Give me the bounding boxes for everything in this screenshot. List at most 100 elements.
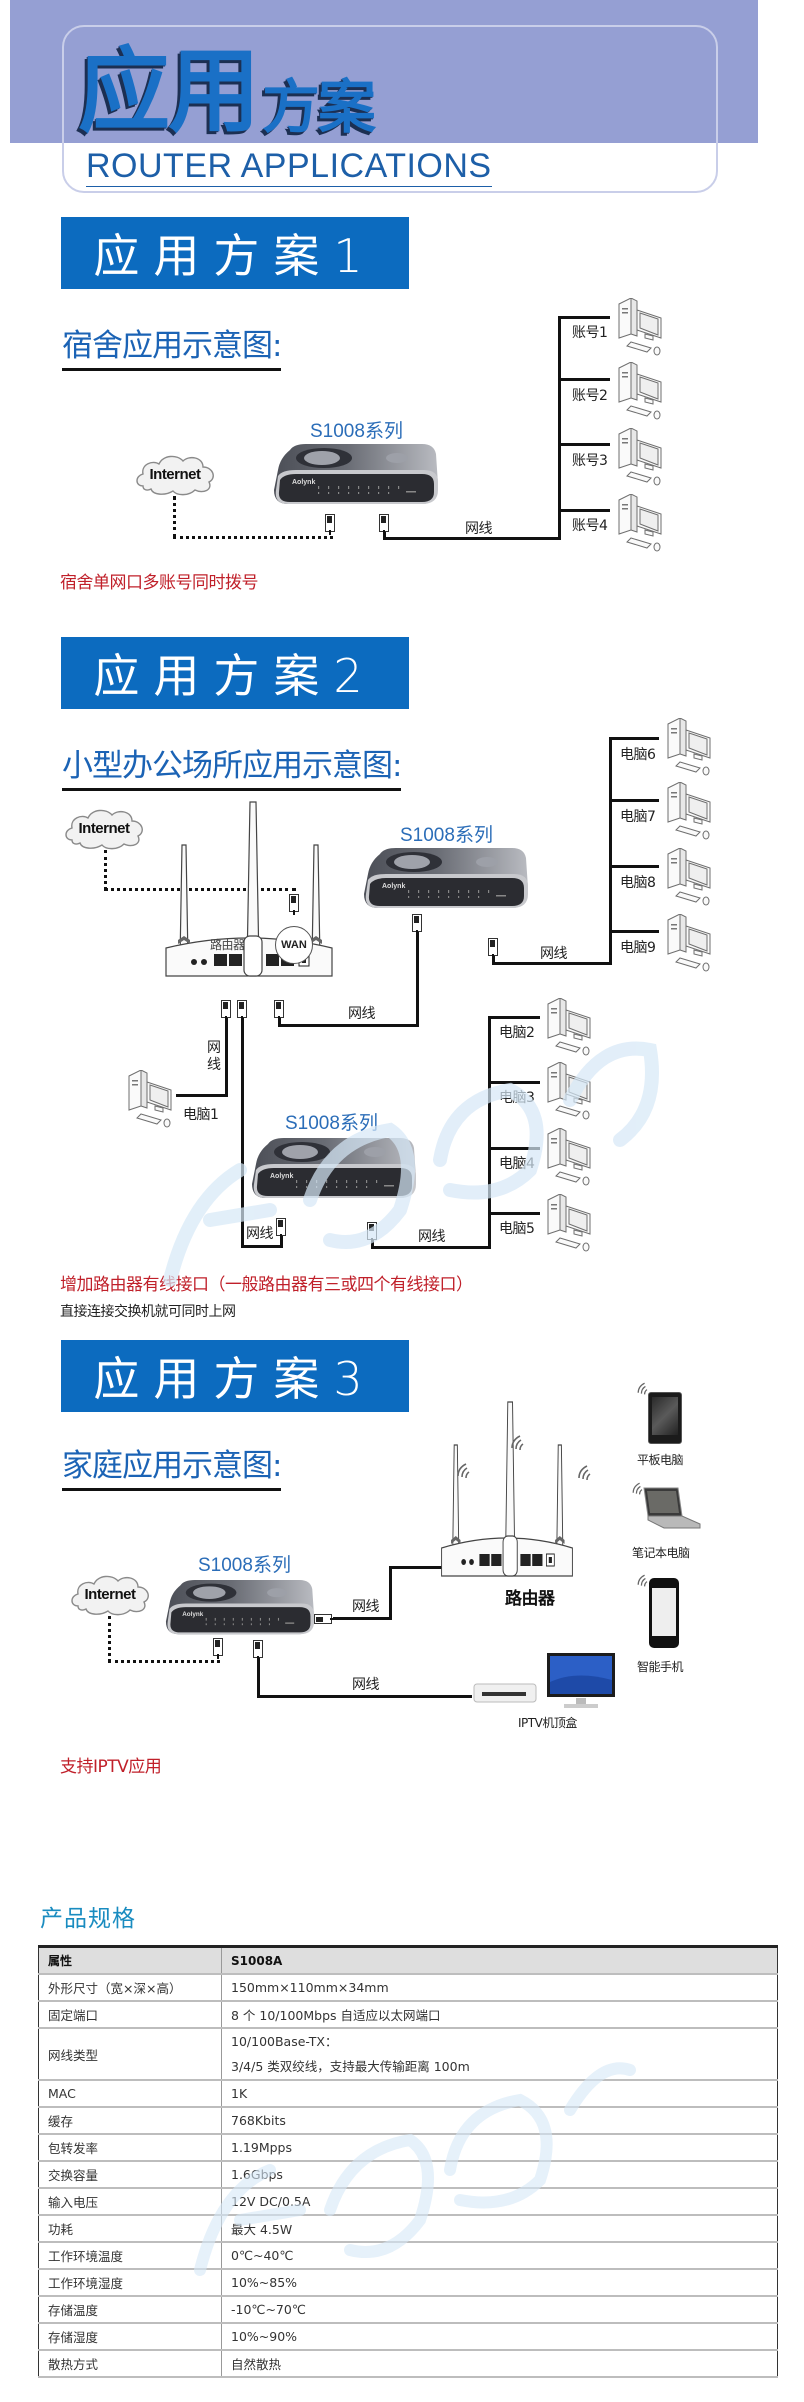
- spec-value: 0℃~40℃: [221, 2242, 778, 2270]
- spec-value-line: 3/4/5 类双绞线，支持最大传输距离 100m: [231, 2059, 470, 2074]
- cable-bus: [558, 316, 561, 540]
- table-header-cell: 属性: [38, 1946, 222, 1975]
- spec-key: 散热方式: [38, 2350, 222, 2378]
- set-top-box-icon: [472, 1680, 538, 1706]
- client-label: 电脑8: [620, 875, 656, 891]
- cable-label: 网线: [352, 1677, 380, 1693]
- internet-label: Internet: [84, 1585, 136, 1603]
- section-3-banner: 应用方案3: [61, 1340, 409, 1412]
- cable: [278, 1018, 281, 1027]
- cable: [278, 1024, 418, 1027]
- cable: [225, 1018, 228, 1097]
- spec-key: 存储温度: [38, 2296, 222, 2324]
- device-label: 笔记本电脑: [632, 1546, 690, 1560]
- cable: [176, 1094, 228, 1097]
- router-label: 路由器: [210, 938, 245, 952]
- cable: [333, 1617, 391, 1620]
- spec-key: 功耗: [38, 2215, 222, 2243]
- client-label: 电脑4: [499, 1156, 535, 1172]
- spec-key: 固定端口: [38, 2001, 222, 2029]
- spec-key: 输入电压: [38, 2188, 222, 2216]
- cable-label: 网线: [465, 521, 493, 537]
- cable-branch: [609, 737, 659, 740]
- cable-branch: [488, 1016, 540, 1019]
- page-title-secondary: 方案: [262, 73, 376, 141]
- plug-icon: [325, 514, 335, 535]
- cable-label: 网线: [352, 1599, 380, 1615]
- dotted-cable-internet: [108, 1616, 111, 1662]
- client-label: 账号1: [572, 325, 608, 341]
- header-band: [10, 0, 758, 143]
- spec-value: 10%~90%: [221, 2323, 778, 2351]
- section-2-banner: 应用方案2: [61, 637, 409, 709]
- plug-icon: [488, 938, 498, 959]
- computer-icon: [615, 362, 665, 420]
- header-frame: [62, 25, 718, 193]
- dotted-cable-internet: [173, 496, 176, 538]
- spec-value: 自然散热: [221, 2350, 778, 2378]
- table-row: 外形尺寸（宽×深×高）150mm×110mm×34mm: [38, 1974, 778, 2002]
- computer-icon: [664, 848, 714, 906]
- cable: [492, 962, 612, 965]
- computer-icon: [664, 782, 714, 840]
- computer-icon: [615, 298, 665, 356]
- section-2-subnote: 直接连接交换机就可同时上网: [60, 1304, 236, 1320]
- cable-label-char: 网: [207, 1040, 221, 1056]
- computer-icon: [664, 914, 714, 972]
- client-label: 电脑9: [620, 940, 656, 956]
- page-subtitle-en: ROUTER APPLICATIONS: [86, 147, 492, 187]
- switch-series-label: S1008系列: [198, 1555, 291, 1576]
- plug-icon: [213, 1638, 223, 1659]
- page-title: 应用 方案: [78, 32, 376, 142]
- internet-cloud-icon: Internet: [68, 1572, 152, 1616]
- spec-value-line: 10/100Base-TX：: [231, 2034, 338, 2049]
- switch-device-icon: [272, 444, 440, 506]
- cable-bus: [609, 737, 612, 965]
- dotted-cable-internet-h: [104, 888, 296, 891]
- cable: [241, 1245, 283, 1248]
- switch-device-icon: [362, 848, 530, 910]
- section-1-diagram: Internet S1008系列 网线 账号1 账号2 账号3 账号4: [0, 300, 804, 600]
- switch-series-label: S1008系列: [310, 421, 403, 442]
- cable-branch: [558, 378, 610, 381]
- client-label: 电脑3: [499, 1090, 535, 1106]
- cable: [257, 1658, 260, 1698]
- cable-branch: [488, 1081, 540, 1084]
- cable-branch: [488, 1212, 540, 1215]
- client-label: 账号2: [572, 388, 608, 404]
- cable: [416, 932, 419, 1027]
- plug-icon: [253, 1640, 263, 1661]
- cable: [241, 1018, 244, 1248]
- device-label: 平板电脑: [637, 1453, 684, 1467]
- section-1-banner: 应用方案1: [61, 217, 409, 289]
- computer-icon: [615, 428, 665, 486]
- switch-series-label: S1008系列: [285, 1113, 378, 1134]
- internet-label: Internet: [149, 465, 201, 483]
- computer-icon: [544, 1062, 594, 1120]
- spec-value: 最大 4.5W: [221, 2215, 778, 2243]
- cable: [389, 1566, 445, 1569]
- section-3-diagram: Internet S1008系列 网线 网线 路由器 平板电脑 笔记本电脑 智能…: [0, 1380, 804, 1740]
- plug-icon: [276, 1218, 286, 1239]
- computer-icon: [544, 1128, 594, 1186]
- internet-cloud-icon: Internet: [62, 806, 146, 850]
- cable: [280, 1235, 283, 1248]
- internet-cloud-icon: Internet: [133, 452, 217, 496]
- wifi-signal-icon: [508, 1432, 528, 1452]
- specs-title: 产品规格: [40, 1906, 136, 1932]
- cable-label-vertical: 网 线: [206, 1040, 222, 1074]
- client-label: 电脑7: [620, 809, 656, 825]
- section-2-note: 增加路由器有线接口（一般路由器有三或四个有线接口）: [60, 1275, 473, 1295]
- spec-key: MAC: [38, 2080, 222, 2108]
- cable-label: 网线: [540, 946, 568, 962]
- tv-icon: [546, 1652, 616, 1710]
- client-label: 电脑2: [499, 1025, 535, 1041]
- spec-value: -10℃~70℃: [221, 2296, 778, 2324]
- dotted-cable-internet-h: [108, 1660, 220, 1663]
- router-label: 路由器: [505, 1589, 555, 1609]
- plug-icon: [289, 894, 299, 915]
